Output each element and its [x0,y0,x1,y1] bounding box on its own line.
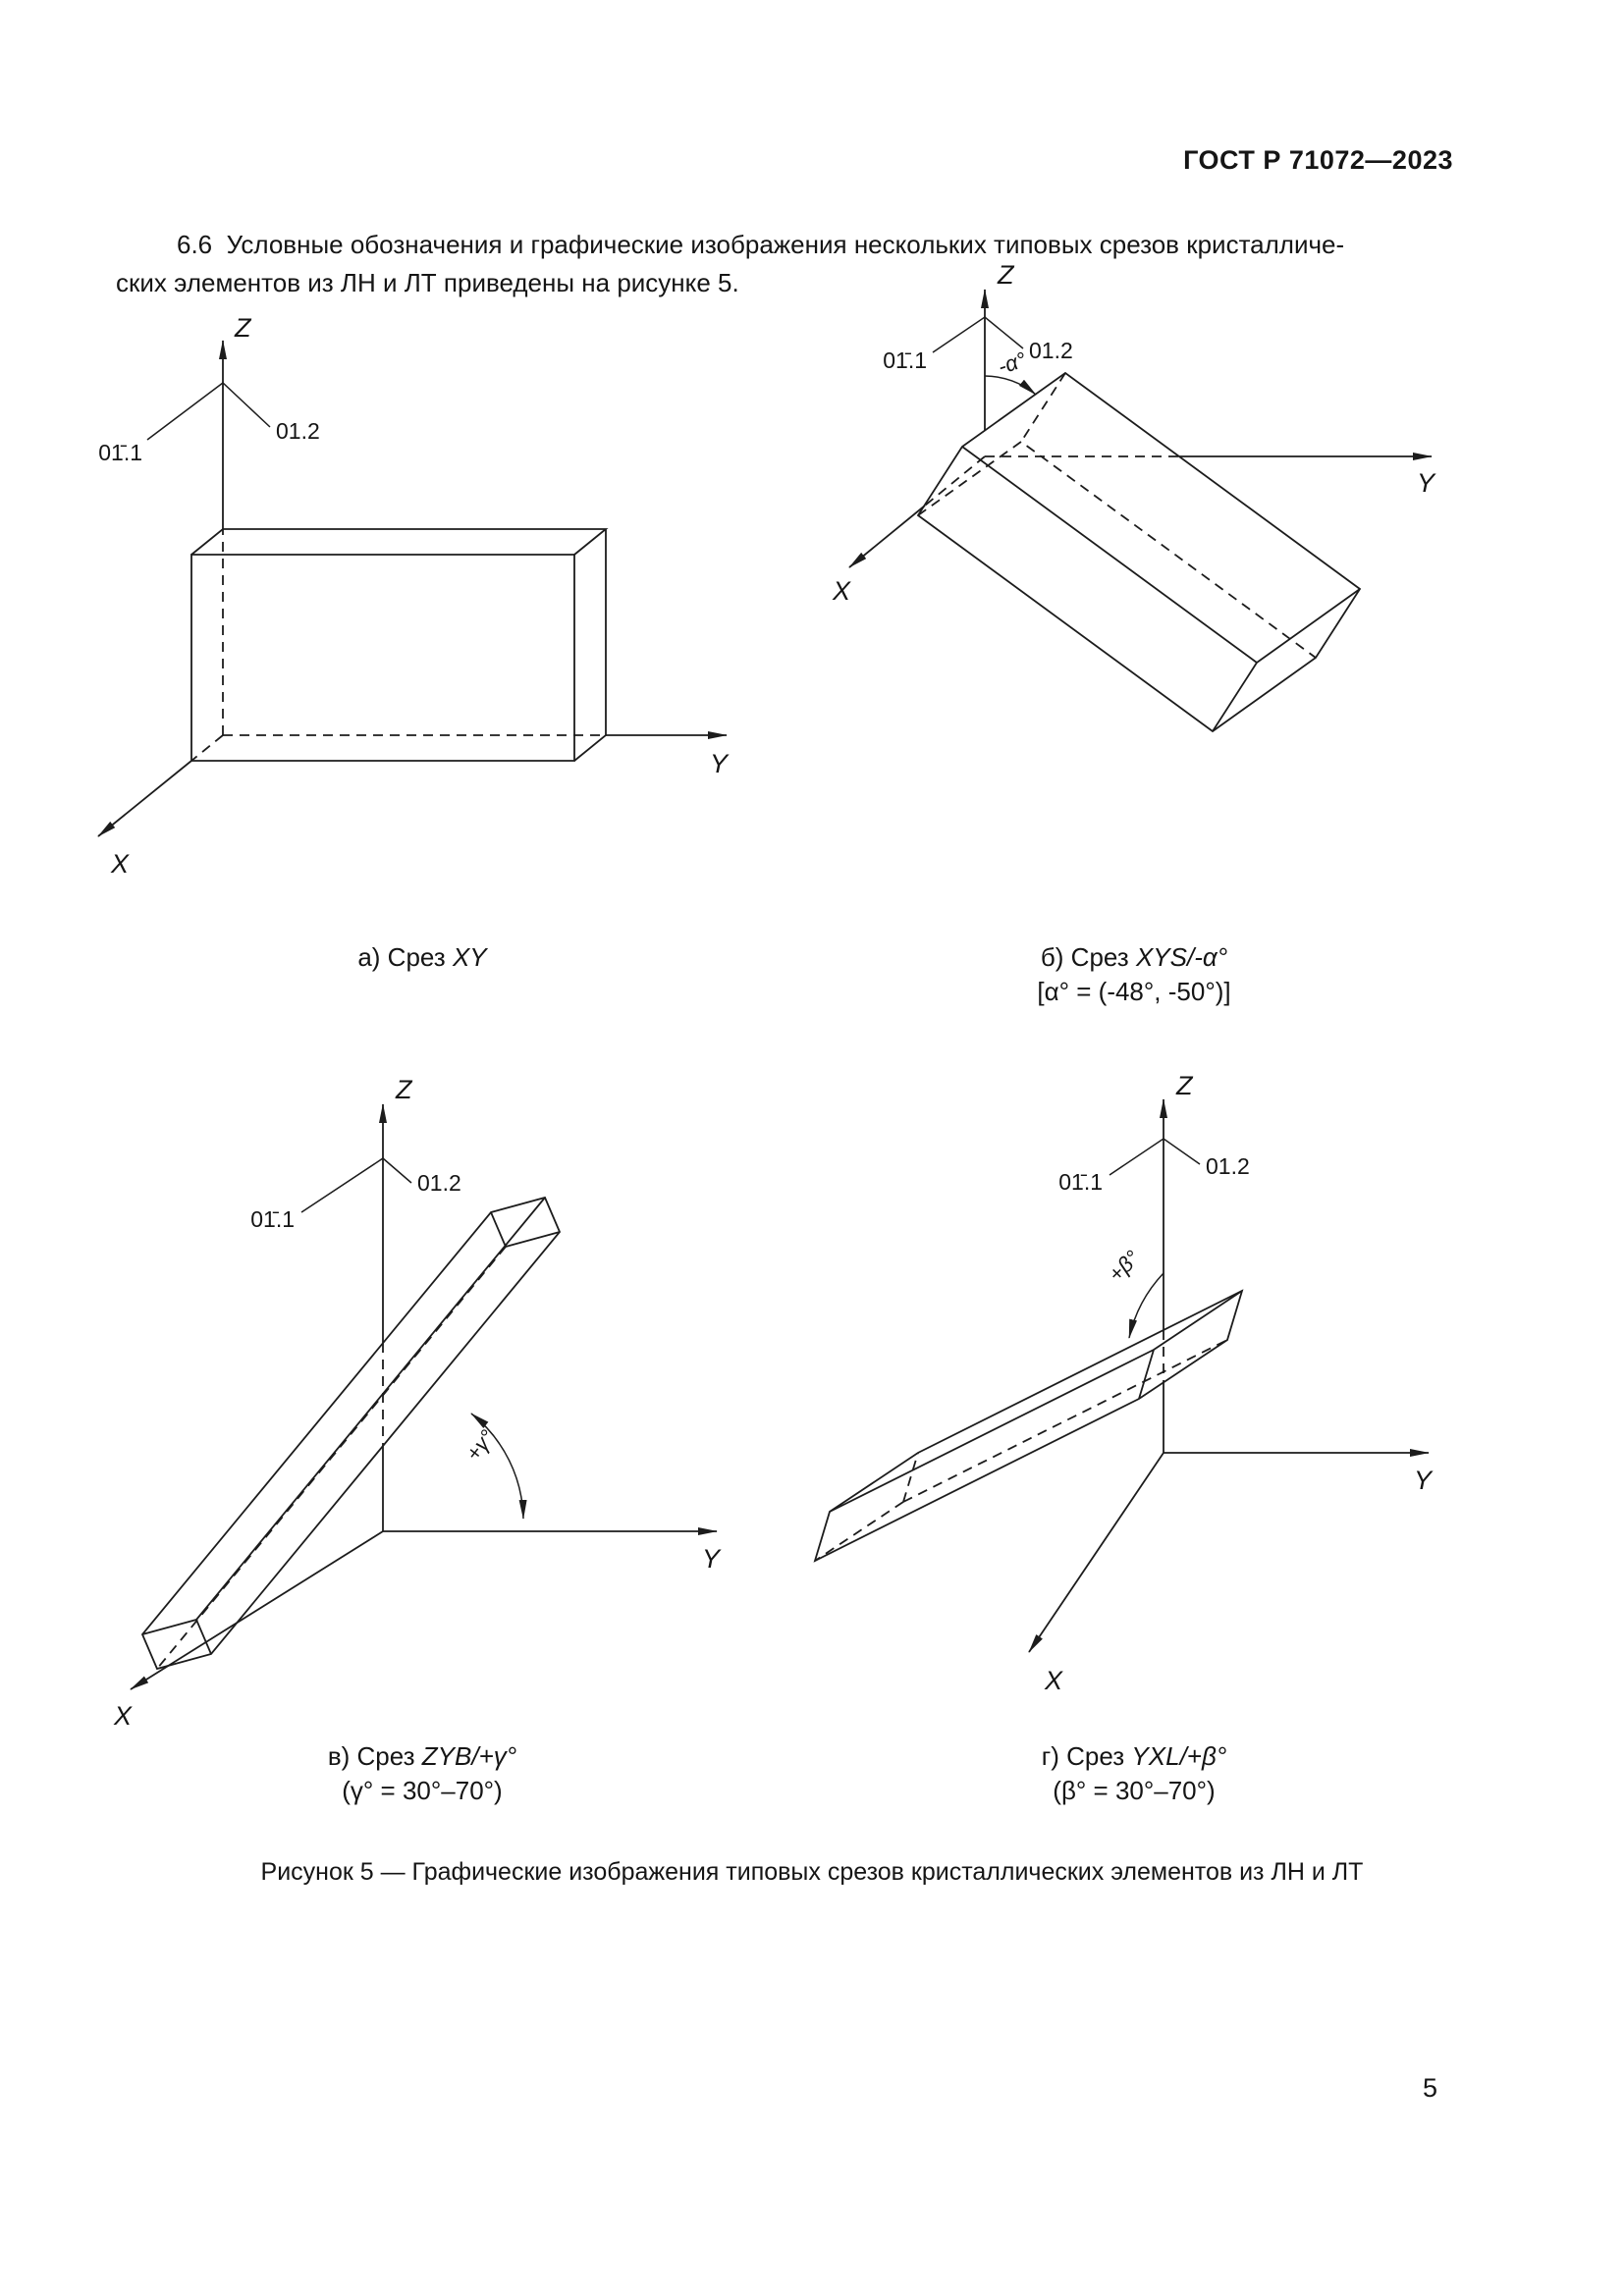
caption-b-cut: XYS [1135,942,1187,972]
caption-d-line: г) Срез YXL/+β° [805,1739,1463,1774]
angle-label-gamma: +γ° [460,1425,500,1466]
orientation-marks [146,382,271,441]
y-axis-label: Y [710,749,730,778]
mark-label-011: 01̄.1 [1058,1169,1103,1195]
diagram-cut-xy: Z Y X 01̄.1 01.2 [97,313,730,879]
caption-b-text: б) Срез [1040,942,1136,972]
z-axis-label: Z [1175,1071,1194,1100]
mark-label-011: 01̄.1 [883,347,927,373]
diagram-cut-xys: -α° Z Y X 01̄.1 01.2 [832,260,1436,733]
x-axis-label: X [832,576,851,606]
mark-label-012: 01.2 [1206,1153,1250,1179]
x-axis-label: X [110,849,130,879]
caption-d-text: г) Срез [1041,1741,1132,1771]
caption-a: а) Срез XY [83,940,761,975]
z-axis-label: Z [234,313,252,343]
orientation-marks [1109,1138,1201,1176]
diagram-cut-yxl: +β° Z Y X 01̄.1 01.2 [813,1071,1434,1695]
caption-b-range: [α° = (-48°, -50°)] [1037,977,1231,1006]
angle-arc-alpha [984,375,1037,396]
mark-label-012: 01.2 [417,1170,461,1196]
y-axis-label: Y [1414,1466,1434,1495]
orientation-marks [932,316,1024,353]
y-axis-label: Y [1417,468,1436,498]
caption-b: б) Срез XYS/-α° [α° = (-48°, -50°)] [805,940,1463,1009]
caption-c-range: (γ° = 30°–70°) [342,1776,503,1805]
orientation-marks [300,1157,412,1213]
caption-b-angle: /-α° [1186,942,1228,972]
diagram-cut-zyb: +γ° Z Y X 01̄.1 01.2 [113,1075,722,1731]
z-axis-label: Z [395,1075,413,1104]
angle-label-beta: +β° [1104,1246,1145,1287]
page-number: 5 [1422,2073,1437,2103]
caption-a-text: а) Срез [357,942,453,972]
caption-c-line: в) Срез ZYB/+γ° [83,1739,761,1774]
coordinate-axes [130,1103,718,1690]
caption-c-angle: /+γ° [471,1741,517,1771]
angle-arc-beta [1128,1272,1164,1339]
figure-caption: Рисунок 5 — Графические изображения типо… [260,1858,1364,1886]
caption-a-cut: XY [452,942,487,972]
crystal-element [813,1289,1244,1563]
z-axis-label: Z [997,260,1015,290]
caption-d: г) Срез YXL/+β° (β° = 30°–70°) [805,1739,1463,1808]
crystal-element [140,1196,562,1671]
caption-d-range: (β° = 30°–70°) [1053,1776,1216,1805]
paragraph-line-2: ских элементов из ЛН и ЛТ приведены на р… [116,268,739,297]
angle-label-alpha: -α° [995,347,1029,379]
document-code: ГОСТ Р 71072—2023 [1183,145,1453,175]
crystal-element [190,528,609,762]
caption-c-cut: ZYB [421,1741,472,1771]
mark-label-012: 01.2 [276,418,320,444]
coordinate-axes [97,340,728,837]
caption-c: в) Срез ZYB/+γ° (γ° = 30°–70°) [83,1739,761,1808]
x-axis-label: X [113,1701,133,1731]
caption-b-line: б) Срез XYS/-α° [805,940,1463,975]
caption-d-cut: YXL [1131,1741,1180,1771]
coordinate-axes [848,289,1433,568]
angle-arc-gamma [470,1413,527,1520]
mark-label-011: 01̄.1 [98,440,142,465]
paragraph-line-1: 6.6 Условные обозначения и графические и… [177,230,1345,259]
paragraph-6-6: 6.6 Условные обозначения и графические и… [116,226,1344,302]
caption-d-angle: /+β° [1179,1741,1227,1771]
x-axis-label: X [1044,1666,1063,1695]
caption-c-text: в) Срез [327,1741,422,1771]
mark-label-011: 01̄.1 [250,1206,295,1232]
mark-label-012: 01.2 [1029,338,1073,363]
crystal-element [916,371,1362,733]
y-axis-label: Y [702,1544,722,1574]
